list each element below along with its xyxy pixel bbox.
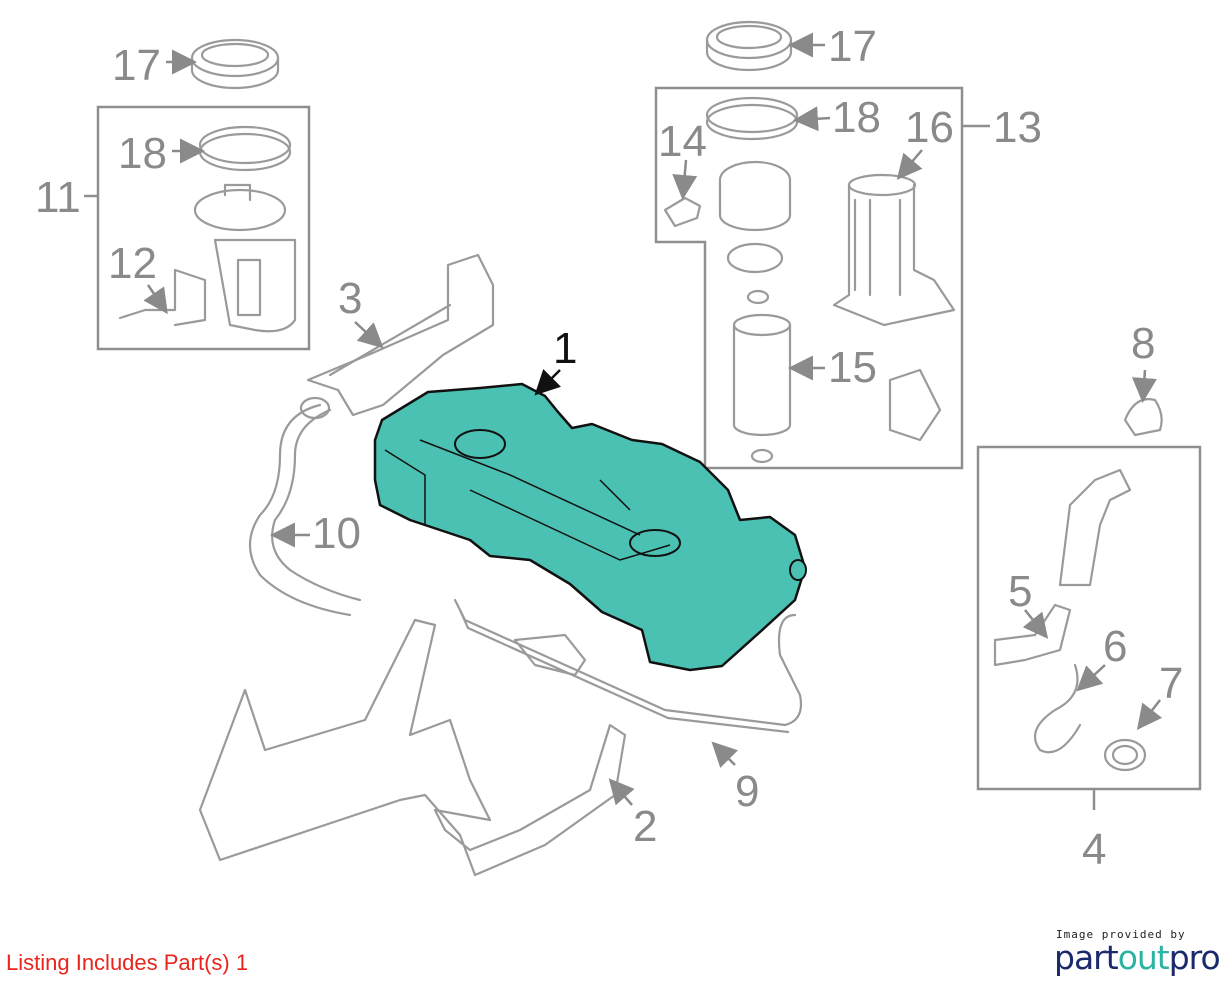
part-2-tank-strap[interactable] (198, 618, 627, 877)
callout-7: 7 (1159, 659, 1183, 708)
logo-out: out (1117, 938, 1170, 977)
logo-pro: pro (1168, 938, 1221, 977)
partoutpro-logo: partoutpro (1054, 938, 1221, 977)
callout-9: 9 (735, 767, 759, 816)
part-11-fuel-pump[interactable] (193, 183, 297, 333)
part-4-filler-neck[interactable] (1058, 468, 1132, 587)
part-10-hose[interactable] (249, 396, 362, 617)
part-5-hose[interactable] (993, 603, 1072, 667)
callout-12: 12 (108, 239, 157, 288)
leader-lines (143, 32, 1163, 806)
callout-3: 3 (338, 274, 362, 323)
part-18-gasket-right[interactable] (705, 96, 799, 141)
callout-14: 14 (658, 117, 707, 166)
leader-arrow-highlight (534, 369, 561, 396)
callout-11: 11 (35, 173, 81, 222)
part-9-fuel-line[interactable] (453, 598, 803, 734)
logo-part: part (1054, 938, 1119, 977)
part-15-filter[interactable] (732, 313, 792, 437)
callout-17: 17 (828, 22, 877, 71)
leader-arrow (1076, 664, 1106, 692)
callout-2: 2 (633, 802, 657, 851)
group-box-4 (976, 445, 1202, 791)
leader-arrow (793, 106, 831, 132)
callout-10: 10 (312, 509, 361, 558)
callout-1: 1 (553, 324, 577, 373)
callout-13: 13 (993, 103, 1042, 152)
group-box-11 (96, 105, 311, 351)
listing-includes-text: Listing Includes Part(s) 1 (6, 950, 249, 975)
leader-arrow (1022, 609, 1049, 639)
callout-17: 17 (112, 41, 161, 90)
part-3-heat-shield[interactable] (306, 253, 495, 417)
leader-arrow (711, 741, 738, 768)
part-13-pump-module[interactable] (718, 160, 942, 464)
leader-arrow (672, 159, 698, 200)
part-1-fuel-tank[interactable] (373, 382, 807, 672)
part-17-lock-ring-right[interactable] (705, 20, 793, 72)
part-17-lock-ring-left[interactable] (190, 38, 280, 90)
callout-5: 5 (1008, 567, 1032, 616)
callout-4: 4 (1082, 825, 1106, 874)
leader-arrow (1131, 369, 1157, 403)
leader-arrow (1136, 699, 1163, 730)
part-7-clamp[interactable] (1103, 738, 1147, 772)
part-18-gasket-left[interactable] (198, 125, 292, 172)
callout-18: 18 (118, 129, 167, 178)
part-16-pump-housing[interactable] (832, 173, 956, 327)
leader-arrow (608, 778, 635, 806)
leader-arrow (143, 284, 168, 315)
callout-16: 16 (905, 103, 954, 152)
part-8-cap[interactable] (1123, 398, 1163, 437)
leader-arrow (896, 149, 923, 180)
leader-arrow (354, 321, 384, 349)
callout-8: 8 (1131, 319, 1155, 368)
callout-18: 18 (832, 93, 881, 142)
image-credit: Image provided by (1056, 928, 1186, 941)
part-6-sensor-cable[interactable] (1033, 663, 1082, 754)
callout-15: 15 (828, 343, 877, 392)
part-14-connector[interactable] (663, 196, 702, 228)
callout-6: 6 (1103, 622, 1127, 671)
